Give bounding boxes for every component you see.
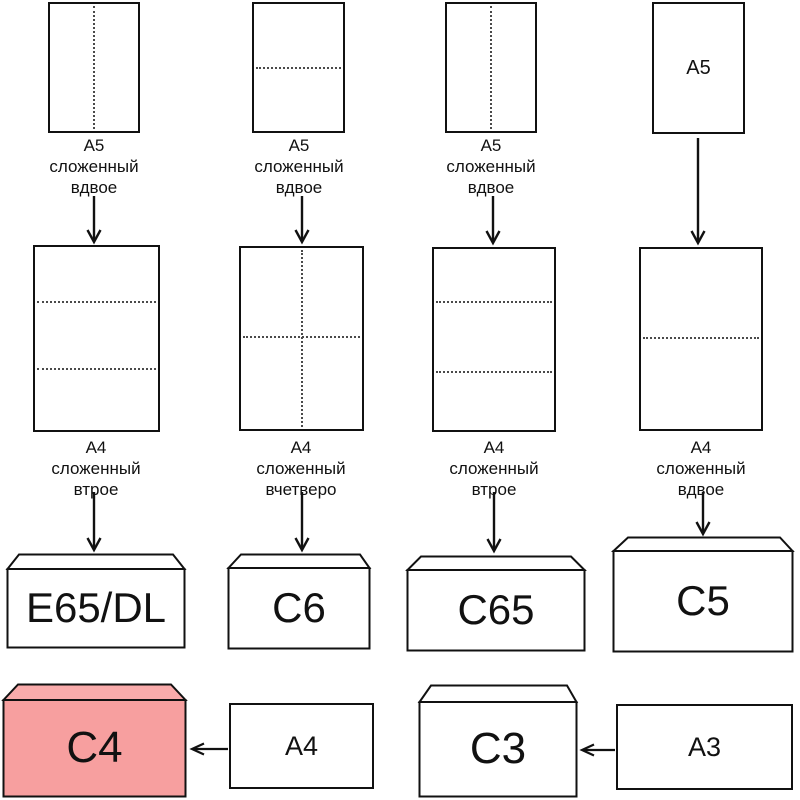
envelope-shape <box>5 553 187 649</box>
fold-line-horizontal <box>436 371 552 373</box>
fold-line-horizontal <box>37 301 156 303</box>
down-arrow-icon <box>485 196 501 246</box>
down-arrow-icon <box>690 138 706 246</box>
paper-a3-flat: A3 <box>616 704 793 790</box>
down-arrow-icon <box>86 492 102 553</box>
envelope-e65-dl: E65/DL <box>5 553 187 649</box>
envelope-shape <box>610 536 795 653</box>
paper-a5-fold-vertical-2 <box>445 2 537 133</box>
paper-a4-fold-quarters <box>239 246 364 431</box>
paper-label: A5 <box>686 56 711 79</box>
caption-a4-quarters: A4 сложенный вчетверо <box>256 438 346 499</box>
envelope-shape <box>226 553 372 650</box>
fold-line-vertical <box>93 6 95 129</box>
fold-line-horizontal <box>436 301 552 303</box>
paper-label: A4 <box>284 730 319 761</box>
left-arrow-icon <box>189 742 228 756</box>
envelope-label: C6 <box>272 584 326 631</box>
envelope-label: C3 <box>469 724 527 773</box>
fold-line-vertical <box>490 6 492 129</box>
down-arrow-icon <box>86 196 102 245</box>
paper-label: A3 <box>687 731 722 762</box>
down-arrow-icon <box>486 492 502 554</box>
caption-a4-thirds-1: A4 сложенный втрое <box>51 438 141 499</box>
envelope-label: C5 <box>676 577 730 624</box>
fold-line-horizontal <box>243 336 360 338</box>
caption-a5-halved-3: A5 сложенный вдвое <box>446 136 536 197</box>
caption-a4-thirds-2: A4 сложенный втрое <box>449 438 539 499</box>
fold-line-vertical <box>300 250 303 427</box>
envelope-label: C4 <box>66 723 123 772</box>
fold-line-horizontal <box>643 337 759 339</box>
envelope-c4-highlighted: C4 <box>1 683 188 798</box>
down-arrow-icon <box>294 196 310 245</box>
caption-a5-halved-2: A5 сложенный вдвое <box>254 136 344 197</box>
envelope-shape <box>405 555 587 652</box>
envelope-c5: C5 <box>610 536 795 653</box>
envelope-shape <box>417 684 579 798</box>
envelope-c65: C65 <box>405 555 587 652</box>
fold-line-horizontal <box>256 66 341 69</box>
paper-a4-fold-thirds-1 <box>33 245 160 432</box>
paper-a5-fold-vertical-1 <box>48 2 140 133</box>
envelope-c3: C3 <box>417 684 579 798</box>
paper-a4-fold-half <box>639 247 763 431</box>
envelope-shape <box>1 683 188 798</box>
down-arrow-icon <box>294 492 310 553</box>
envelope-c6: C6 <box>226 553 372 650</box>
caption-a5-halved-1: A5 сложенный вдвое <box>49 136 139 197</box>
paper-a4-fold-thirds-2 <box>432 247 556 432</box>
paper-a4-flat: A4 <box>229 703 374 789</box>
paper-a5-fold-horizontal <box>252 2 345 133</box>
envelope-label: E65/DL <box>25 584 167 631</box>
fold-line-horizontal <box>37 368 156 370</box>
paper-a5-unfolded: A5 <box>652 2 745 134</box>
caption-a4-halved: A4 сложенный вдвое <box>656 438 746 499</box>
left-arrow-icon <box>579 743 615 757</box>
envelope-label: C65 <box>457 586 535 633</box>
down-arrow-icon <box>695 492 711 537</box>
